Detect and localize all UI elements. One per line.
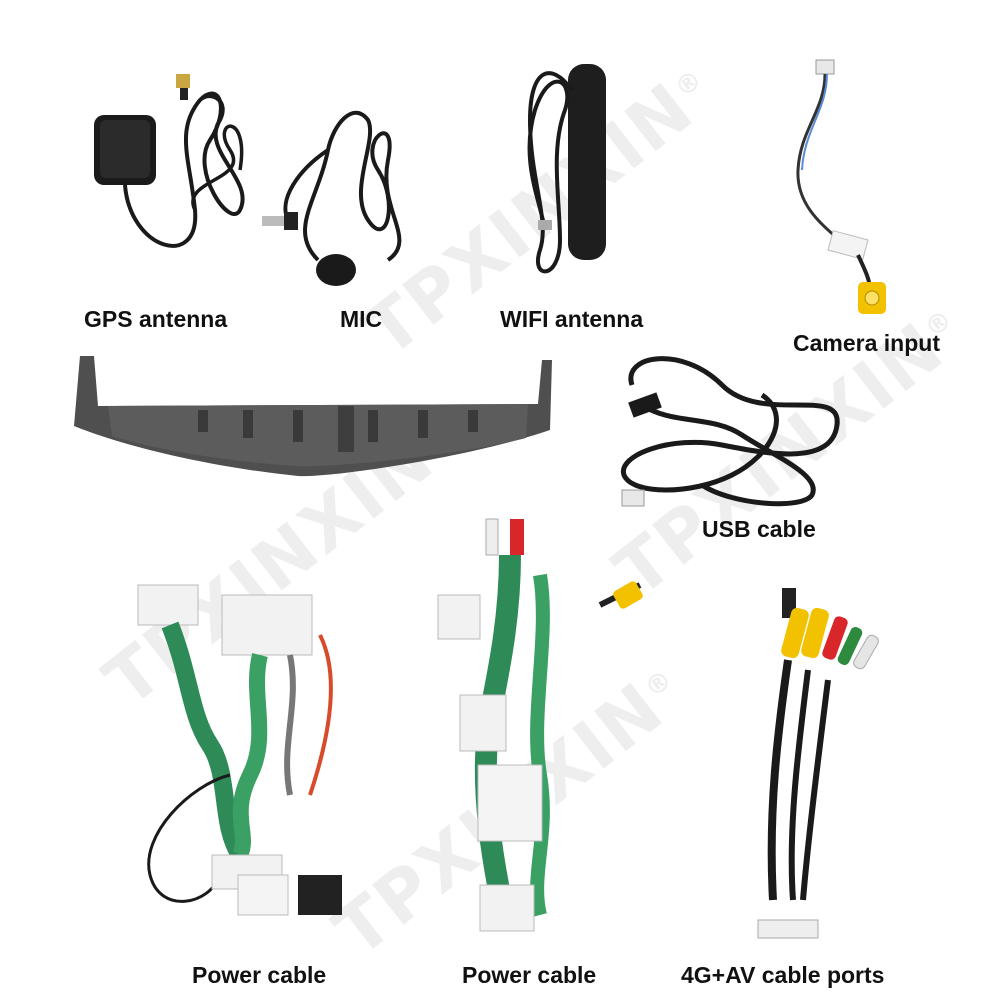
camera-input-label: Camera input bbox=[793, 330, 940, 356]
mounting-frame-image bbox=[74, 356, 552, 477]
wifi-antenna-label: WIFI antenna bbox=[500, 306, 644, 332]
gps-antenna-image bbox=[94, 74, 245, 248]
mic-label: MIC bbox=[340, 306, 383, 332]
av-cable-image bbox=[757, 588, 879, 939]
mic-image bbox=[262, 110, 402, 286]
wifi-antenna-image bbox=[527, 64, 606, 274]
av-cable-label: 4G+AV cable ports bbox=[681, 962, 885, 988]
power-cable-1-image bbox=[137, 584, 342, 916]
camera-input-image bbox=[796, 59, 886, 314]
power-cable-2-image bbox=[437, 518, 643, 932]
usb-cable-label: USB cable bbox=[702, 516, 816, 542]
usb-cable-image bbox=[621, 356, 840, 507]
power-cable-2-label: Power cable bbox=[462, 962, 597, 988]
gps-antenna-label: GPS antenna bbox=[84, 306, 228, 332]
power-cable-1-label: Power cable bbox=[192, 962, 327, 988]
